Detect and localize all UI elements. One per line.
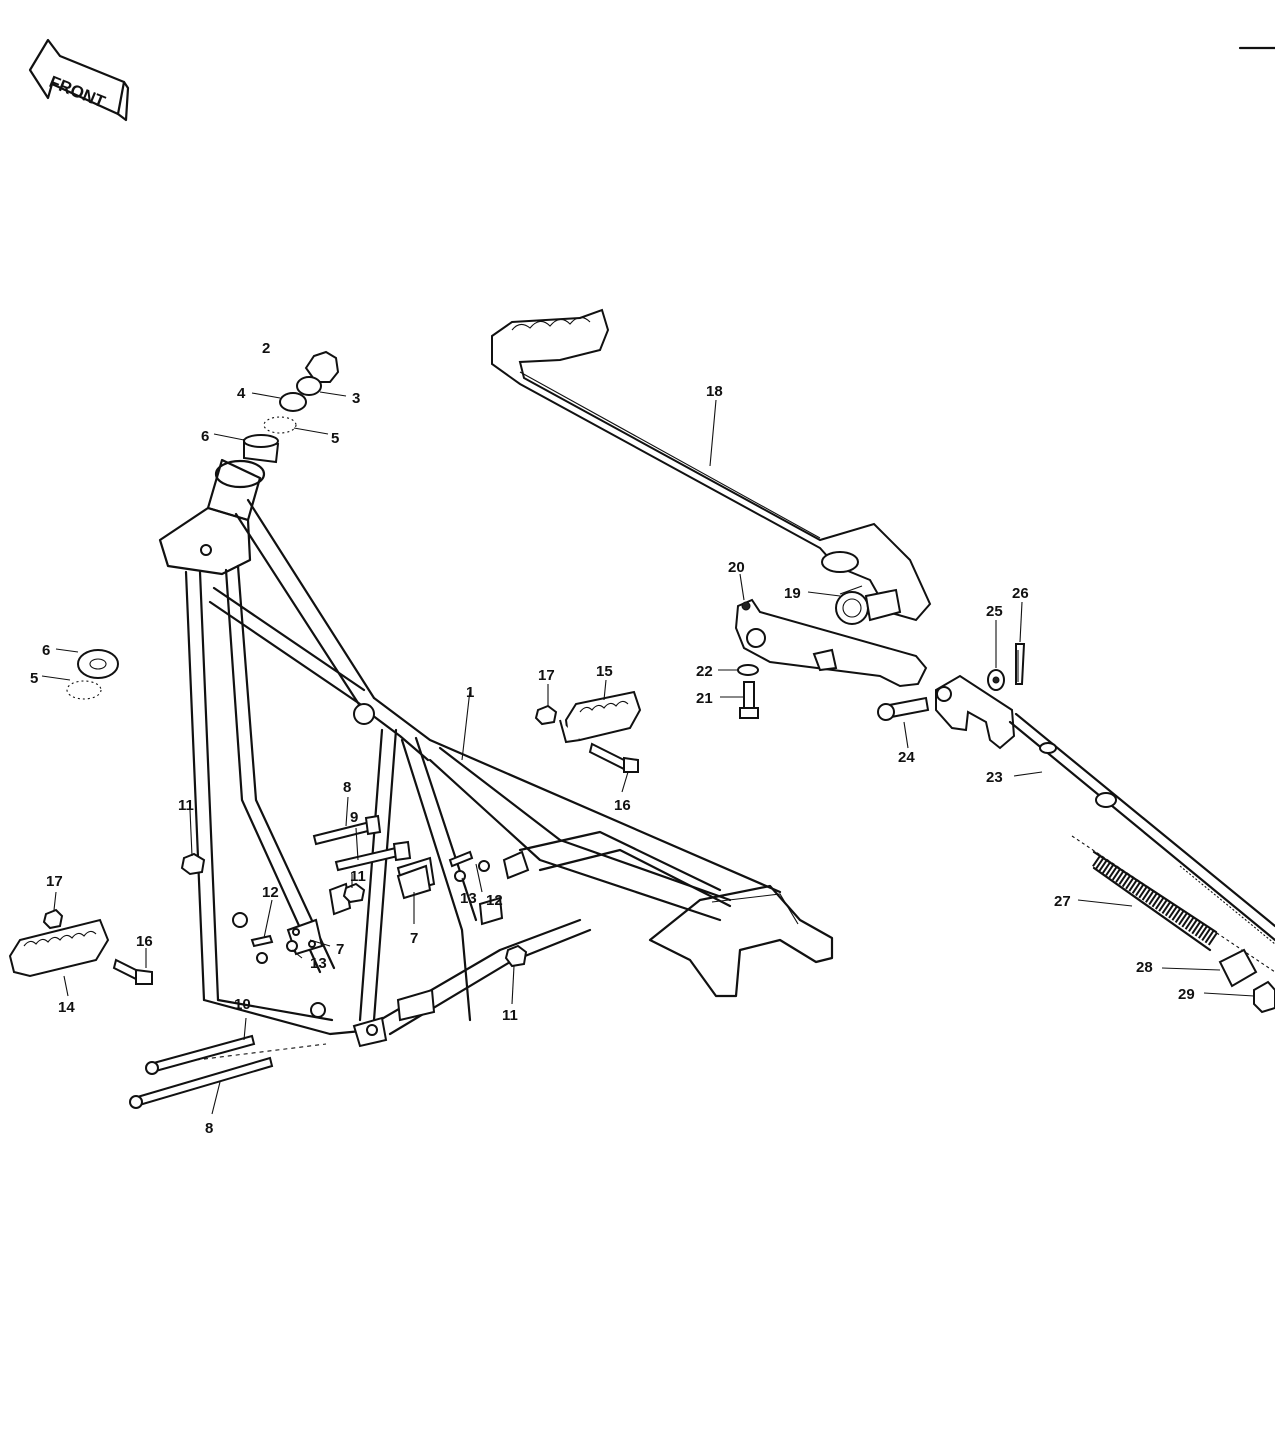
kick-arm-20 bbox=[734, 598, 928, 688]
callout-12-left: 12 bbox=[262, 884, 279, 901]
callout-labels: 1 2 3 4 5 5 6 6 7 7 8 8 9 10 11 11 11 12… bbox=[30, 340, 1195, 1137]
spring-27 bbox=[1092, 850, 1218, 952]
bearing-races bbox=[243, 376, 322, 464]
kick-spring-19 bbox=[835, 585, 902, 625]
front-arrow-icon: FRONT bbox=[28, 38, 130, 122]
kick-pedal-18 bbox=[491, 308, 932, 622]
callout-2: 2 bbox=[262, 340, 270, 357]
callout-11-left: 11 bbox=[178, 797, 194, 814]
assembly-line bbox=[195, 1043, 327, 1061]
nut-11-right bbox=[504, 944, 528, 968]
bracket-7-right bbox=[396, 864, 432, 900]
callout-26: 26 bbox=[1012, 585, 1029, 602]
callout-14: 14 bbox=[58, 999, 75, 1016]
nut-11-center bbox=[342, 882, 366, 904]
bolt-21 bbox=[739, 681, 759, 719]
callout-28: 28 bbox=[1136, 959, 1153, 976]
callout-11-right: 11 bbox=[502, 1007, 518, 1024]
callout-20: 20 bbox=[728, 559, 745, 576]
screws-12-13 bbox=[250, 850, 490, 964]
callout-9: 9 bbox=[350, 809, 358, 826]
head-race-loose bbox=[66, 649, 119, 700]
pin-24 bbox=[877, 696, 930, 721]
nut-29 bbox=[1253, 980, 1275, 1014]
callout-6-loose: 6 bbox=[42, 642, 50, 659]
callout-22: 22 bbox=[696, 663, 713, 680]
callout-7-right: 7 bbox=[410, 930, 418, 947]
collar-28 bbox=[1218, 948, 1258, 988]
callout-5-loose: 5 bbox=[30, 670, 38, 687]
cotter-pin-26 bbox=[1015, 643, 1026, 685]
callout-25: 25 bbox=[986, 603, 1003, 620]
callout-1: 1 bbox=[466, 684, 474, 701]
bolt-8-lower bbox=[129, 1056, 274, 1109]
callout-23: 23 bbox=[986, 769, 1003, 786]
washer-22 bbox=[737, 664, 759, 676]
callout-21: 21 bbox=[696, 690, 713, 707]
front-arrow-label: FRONT bbox=[47, 72, 109, 112]
footpeg-right bbox=[534, 690, 642, 773]
assembly-line bbox=[1071, 835, 1275, 973]
clevis-23 bbox=[935, 674, 1016, 750]
callout-16-right: 16 bbox=[614, 797, 631, 814]
callout-24: 24 bbox=[898, 749, 915, 766]
washer-25 bbox=[987, 669, 1005, 691]
callout-6-head: 6 bbox=[201, 428, 209, 445]
callout-17-right: 17 bbox=[538, 667, 555, 684]
callout-8-upper: 8 bbox=[343, 779, 351, 796]
callout-12-right: 12 bbox=[486, 892, 503, 909]
footpeg-left bbox=[8, 908, 153, 985]
frame-main bbox=[158, 458, 834, 1048]
callout-7-left: 7 bbox=[336, 941, 344, 958]
callout-8-lower: 8 bbox=[205, 1120, 213, 1137]
callout-3: 3 bbox=[352, 390, 360, 407]
callout-29: 29 bbox=[1178, 986, 1195, 1003]
nut-11-left bbox=[180, 852, 206, 876]
bolt-9 bbox=[334, 840, 412, 872]
callout-18: 18 bbox=[706, 383, 723, 400]
callout-17-left: 17 bbox=[46, 873, 63, 890]
callout-4: 4 bbox=[237, 385, 246, 402]
callout-10: 10 bbox=[234, 996, 251, 1013]
bolt-10 bbox=[145, 1034, 256, 1075]
callout-5-head: 5 bbox=[331, 430, 339, 447]
leader-lines bbox=[41, 391, 1255, 1115]
bolt-8-upper bbox=[312, 814, 382, 846]
callout-16-left: 16 bbox=[136, 933, 153, 950]
callout-19: 19 bbox=[784, 585, 801, 602]
callout-11-center: 11 bbox=[350, 868, 366, 885]
callout-15: 15 bbox=[596, 663, 613, 680]
brake-rod-23 bbox=[1008, 712, 1275, 945]
callout-13-right: 13 bbox=[460, 890, 477, 907]
callout-13-left: 13 bbox=[310, 955, 327, 972]
callout-27: 27 bbox=[1054, 893, 1071, 910]
